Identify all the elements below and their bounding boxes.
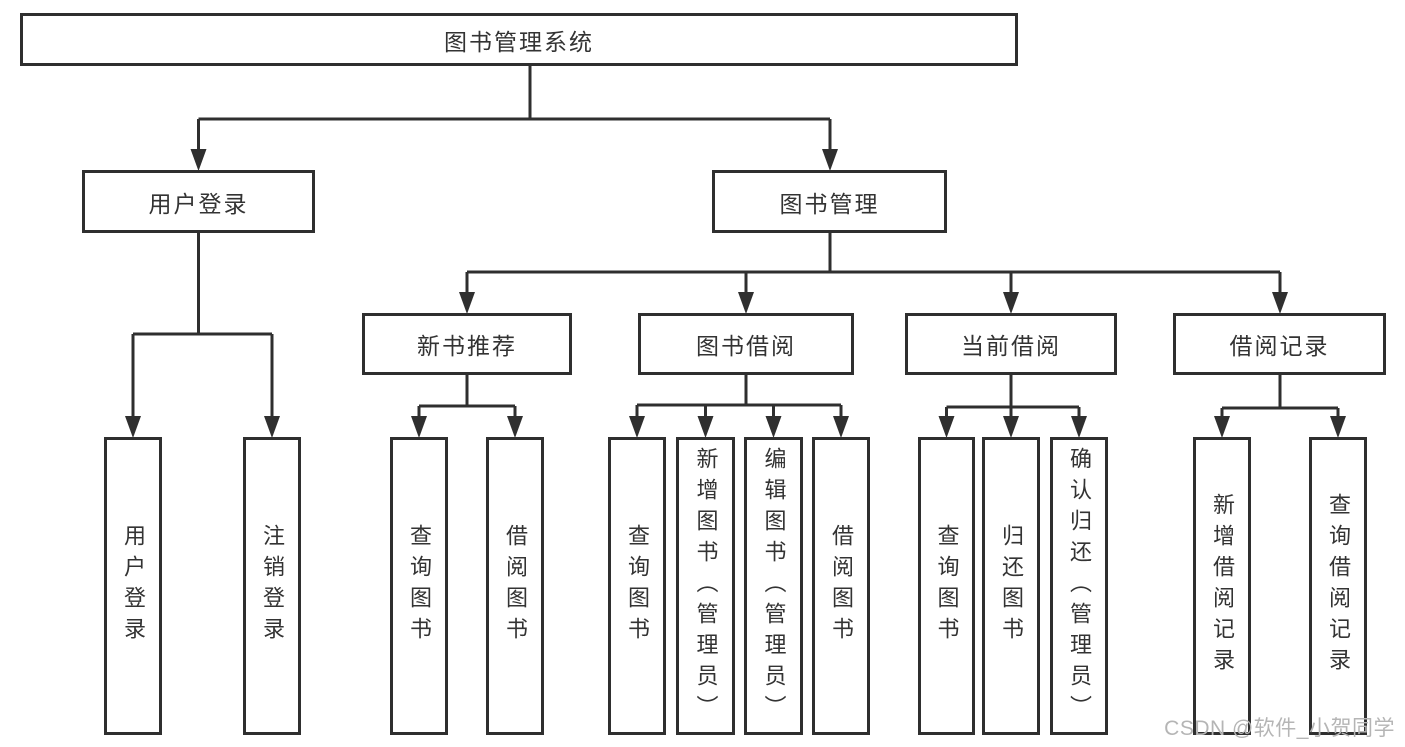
node-label: 归还图书 (999, 524, 1024, 648)
node-label: 注销登录 (260, 524, 285, 648)
node-label: 用户登录 (148, 190, 249, 217)
node-label: 图书管理系统 (444, 28, 594, 55)
leaf-query-books-recommend: 查询图书 (390, 437, 448, 735)
branch-book-management (459, 233, 1288, 314)
leaf-return-books: 归还图书 (982, 437, 1040, 735)
node-label: 新书推荐 (417, 333, 517, 359)
leaf-borrow-books-borrowing: 借阅图书 (812, 437, 870, 735)
leaf-add-borrow-record: 新增借阅记录 (1193, 437, 1251, 735)
leaf-user-login: 用户登录 (104, 437, 162, 735)
node-book-borrowing: 图书借阅 (638, 313, 854, 375)
node-label: 查询借阅记录 (1326, 493, 1351, 679)
leaf-confirm-return-admin: 确认归还（管理员） (1050, 437, 1108, 735)
leaf-edit-books-admin: 编辑图书（管理员） (744, 437, 803, 735)
node-label: 新增图书（管理员） (693, 446, 719, 726)
leaf-logout: 注销登录 (243, 437, 301, 735)
node-label: 用户登录 (121, 524, 146, 648)
csdn-watermark: CSDN @软件_小贺同学 (1164, 717, 1395, 740)
node-library-system: 图书管理系统 (20, 13, 1018, 66)
node-book-management: 图书管理 (712, 170, 947, 233)
node-label: 借阅图书 (503, 524, 528, 648)
leaf-query-books-borrowing: 查询图书 (608, 437, 666, 735)
branch-current-borrowing (938, 375, 1087, 438)
branch-borrowing-records (1214, 375, 1346, 438)
node-label: 新增借阅记录 (1210, 493, 1235, 679)
branch-root (190, 66, 838, 171)
node-label: 图书管理 (779, 190, 880, 217)
node-current-borrowing: 当前借阅 (905, 313, 1117, 375)
node-label: 查询图书 (934, 524, 960, 648)
node-label: 图书借阅 (696, 333, 796, 359)
leaf-borrow-books-recommend: 借阅图书 (486, 437, 544, 735)
branch-new-book-recommend (411, 375, 523, 438)
branch-user-login (125, 233, 280, 438)
leaf-query-borrow-record: 查询借阅记录 (1309, 437, 1367, 735)
node-user-login: 用户登录 (82, 170, 315, 233)
leaf-query-books-current: 查询图书 (918, 437, 975, 735)
node-new-book-recommend: 新书推荐 (362, 313, 572, 375)
node-label: 编辑图书（管理员） (761, 446, 787, 726)
leaf-add-books-admin: 新增图书（管理员） (676, 437, 735, 735)
node-label: 借阅记录 (1229, 333, 1330, 359)
node-label: 查询图书 (625, 524, 650, 648)
branch-book-borrowing (629, 375, 849, 438)
node-label: 确认归还（管理员） (1067, 446, 1092, 726)
node-label: 借阅图书 (829, 524, 854, 648)
node-label: 查询图书 (407, 524, 432, 648)
node-label: 当前借阅 (961, 333, 1061, 359)
node-borrowing-records: 借阅记录 (1173, 313, 1386, 375)
